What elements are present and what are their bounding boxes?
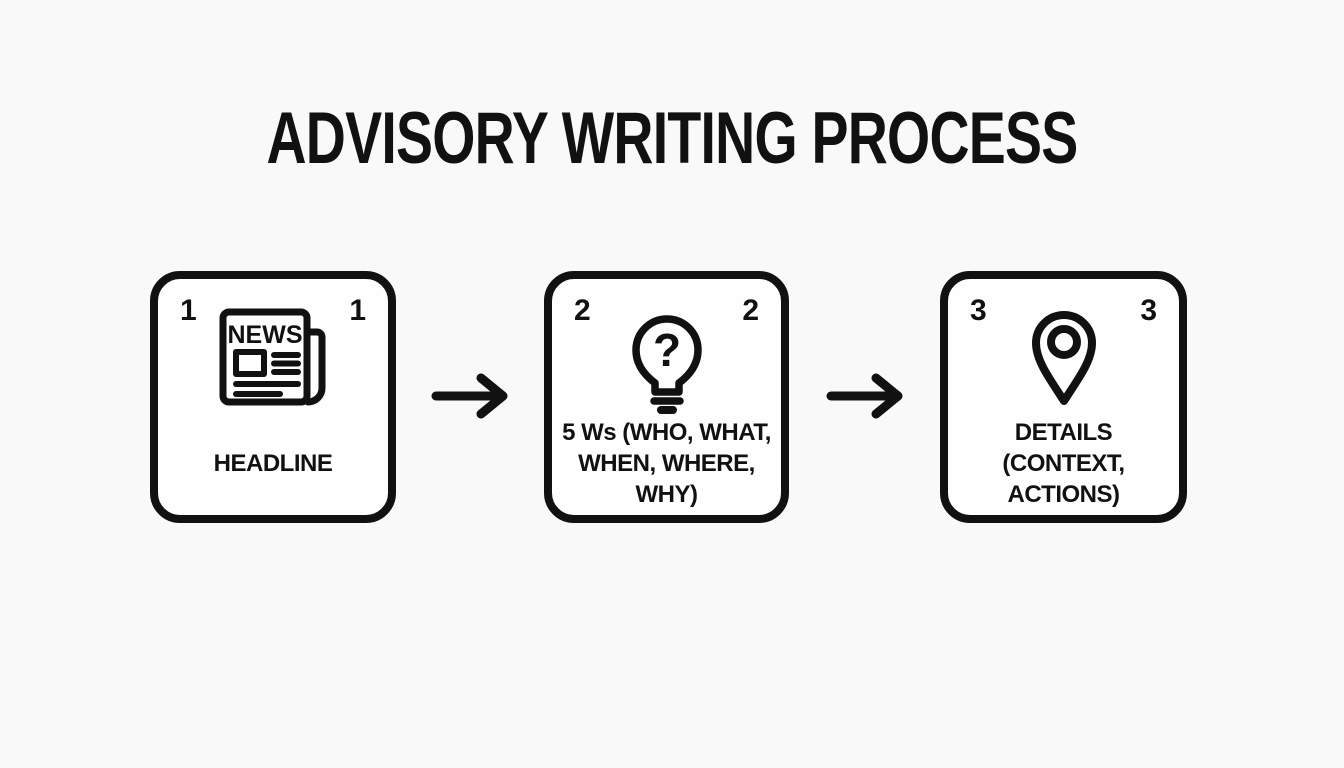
step-number: 2 [574,294,591,327]
step-card-details: 3 3 DETAILS (CONTEXT, ACTIONS) [940,271,1187,523]
step-icon-holder: ? [552,305,781,419]
lightbulb-question-icon: ? [631,315,702,414]
step-label-line: 5 Ws (WHO, WHAT, [562,418,771,446]
step-label: HEADLINE [162,415,384,511]
newspaper-icon: NEWS [219,308,326,406]
page-title: ADVISORY WRITING PROCESS [266,98,1079,179]
step-icon-holder: NEWS [158,305,388,409]
step-number: 1 [349,294,366,327]
right-arrow-icon [826,373,903,419]
newspaper-masthead-text: NEWS [228,321,303,349]
question-mark-glyph: ? [652,324,680,376]
step-number: 3 [1140,294,1157,327]
step-number: 1 [180,294,197,327]
step-card-five-ws: 2 2 ? 5 Ws (WHO, WHAT, WHEN, WHERE, WHY) [544,271,789,523]
connector-arrow [430,367,512,425]
step-label-line: DETAILS [1014,418,1113,446]
connector-arrow [825,367,907,425]
step-icon-holder [948,305,1179,407]
step-number: 2 [742,294,759,327]
step-label-line: WHEN, WHERE, [578,449,755,477]
step-label: 5 Ws (WHO, WHAT, WHEN, WHERE, WHY) [556,415,777,511]
right-arrow-icon [431,373,508,419]
step-label-line: ACTIONS) [1007,480,1121,508]
step-number: 3 [970,294,987,327]
location-pin-icon [1031,311,1096,405]
step-label-line: HEADLINE [213,449,333,477]
step-card-headline: 1 1 NEWS HEADLINE [150,271,396,523]
step-label-line: WHY) [635,480,698,508]
step-label-line: (CONTEXT, [1002,449,1125,477]
step-label: DETAILS (CONTEXT, ACTIONS) [952,415,1175,511]
